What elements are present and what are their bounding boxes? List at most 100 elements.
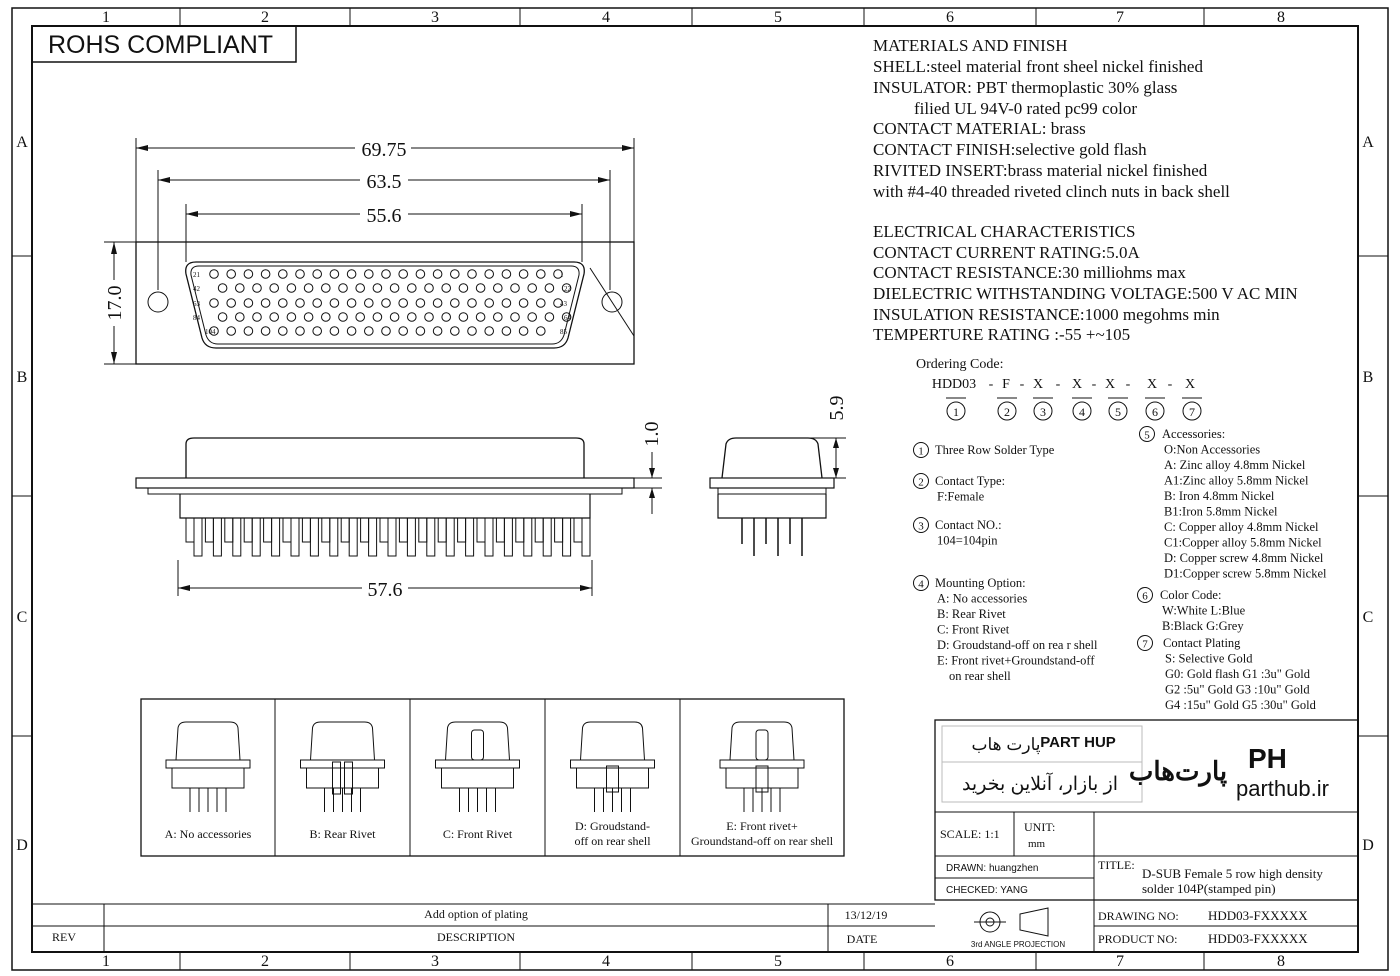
col-number: 1	[102, 9, 110, 26]
solder-pin	[484, 517, 494, 557]
connector-shell-outer	[185, 261, 585, 349]
contact-pin	[269, 283, 280, 293]
option-number: 1	[918, 446, 924, 458]
contact-pin	[432, 326, 443, 336]
panel-body	[171, 767, 245, 789]
electrical-line: CONTACT CURRENT RATING:5.0A	[873, 243, 1140, 262]
code-part: -	[989, 377, 994, 392]
option-line: B:Black G:Grey	[1162, 619, 1244, 633]
dim-text-bg	[362, 576, 408, 598]
mount-panel-b: B: Rear Rivet	[300, 721, 385, 841]
groundstand-off	[755, 765, 769, 793]
contact-pin	[424, 312, 434, 322]
contact-pin	[415, 269, 426, 279]
option-number-circle	[1137, 587, 1153, 603]
inner-frame	[31, 25, 1359, 953]
solder-pin	[204, 517, 214, 543]
pin-label-right: 43	[560, 300, 568, 308]
option-line: G4 :15u" Gold G5 :30u" Gold	[1165, 698, 1317, 712]
materials-line: filied UL 94V-0 rated pc99 color	[914, 99, 1137, 118]
end-shell	[721, 437, 823, 479]
contact-pin	[329, 326, 340, 336]
solder-pin	[495, 517, 505, 543]
col-number: 1	[102, 953, 110, 970]
contact-pin	[501, 298, 512, 308]
contact-pin	[381, 326, 391, 336]
brand-logo-ph: PH	[1248, 743, 1287, 774]
code-part: X	[1147, 377, 1157, 392]
contact-pin	[493, 283, 503, 293]
side-flange	[135, 477, 635, 489]
contact-pin	[518, 269, 529, 279]
solder-pin	[542, 517, 552, 557]
contact-pin	[544, 312, 555, 322]
solder-pin	[426, 517, 436, 557]
solder-pin	[398, 517, 408, 543]
contact-pin	[501, 326, 512, 336]
option-number: 2	[918, 477, 924, 489]
contact-pin	[209, 298, 219, 308]
contact-pin	[252, 312, 262, 322]
materials-line: MATERIALS AND FINISH	[873, 36, 1068, 55]
product-no-label: PRODUCT NO:	[1098, 932, 1177, 946]
materials-section: MATERIALS AND FINISH SHELL:steel materia…	[873, 36, 1298, 344]
solder-pin	[445, 517, 455, 557]
code-part: -	[1056, 377, 1061, 392]
contact-pin	[243, 326, 254, 336]
pin-label-right: 64	[564, 314, 572, 322]
contact-pin	[295, 326, 305, 336]
contact-pin	[226, 326, 236, 336]
description-label: DESCRIPTION	[437, 930, 515, 944]
code-part: -	[1020, 377, 1025, 392]
title-block: پارت هاب PART HUP از بازار، آنلاین بخرید…	[934, 719, 1359, 952]
contact-pin	[226, 298, 236, 308]
option-number-circle	[913, 575, 929, 591]
panel-label: D: Groudstand-	[575, 819, 650, 833]
contact-pin	[407, 312, 417, 322]
solder-pin	[301, 517, 311, 543]
row-letter: C	[17, 609, 28, 626]
contact-pin	[364, 326, 374, 336]
option-line: G0: Gold flash G1 :3u" Gold	[1165, 667, 1311, 681]
solder-pin	[465, 517, 475, 557]
row-letter: D	[1362, 837, 1374, 854]
pin-label-right: 22	[564, 285, 572, 293]
frame-grid-ticks	[12, 8, 1388, 970]
col-number: 3	[431, 9, 439, 26]
materials-line: with #4-40 threaded riveted clinch nuts …	[873, 182, 1230, 201]
dim-63-5: 63.5	[367, 171, 402, 193]
contact-pin	[243, 269, 254, 279]
option-line: A: No accessories	[937, 592, 1027, 606]
solder-pin	[523, 517, 533, 557]
contact-pin	[407, 283, 417, 293]
panel-label: off on rear shell	[574, 834, 651, 848]
code-part: X	[1185, 377, 1195, 392]
contact-pin	[278, 326, 288, 336]
solder-pin	[271, 517, 281, 557]
contact-pin	[432, 269, 443, 279]
col-number: 5	[774, 953, 782, 970]
contact-pin	[561, 312, 572, 322]
option-line: E: Front rivet+Groundstand-off	[937, 654, 1095, 668]
code-part: HDD03	[932, 377, 976, 392]
drawing-no: HDD03-FXXXXX	[1208, 908, 1308, 923]
contact-pin	[346, 298, 357, 308]
option-line: B: Iron 4.8mm Nickel	[1164, 489, 1275, 503]
solder-pin	[418, 517, 428, 543]
connector-shell-inner	[190, 265, 580, 345]
pin-array	[209, 269, 572, 336]
contact-pin	[372, 312, 383, 322]
contact-pin	[235, 312, 245, 322]
contact-pin	[467, 326, 477, 336]
panel-shell	[729, 721, 795, 761]
contact-pin	[346, 326, 357, 336]
contact-pin	[295, 269, 305, 279]
rev-date: 13/12/19	[845, 908, 888, 922]
contact-pin	[467, 269, 477, 279]
solder-pin	[503, 517, 513, 557]
code-number-circle	[1182, 401, 1202, 421]
mount-panel-c: C: Front Rivet	[435, 721, 520, 841]
code-part: X	[1033, 377, 1043, 392]
projection-label: 3rd ANGLE PROJECTION	[971, 940, 1065, 949]
